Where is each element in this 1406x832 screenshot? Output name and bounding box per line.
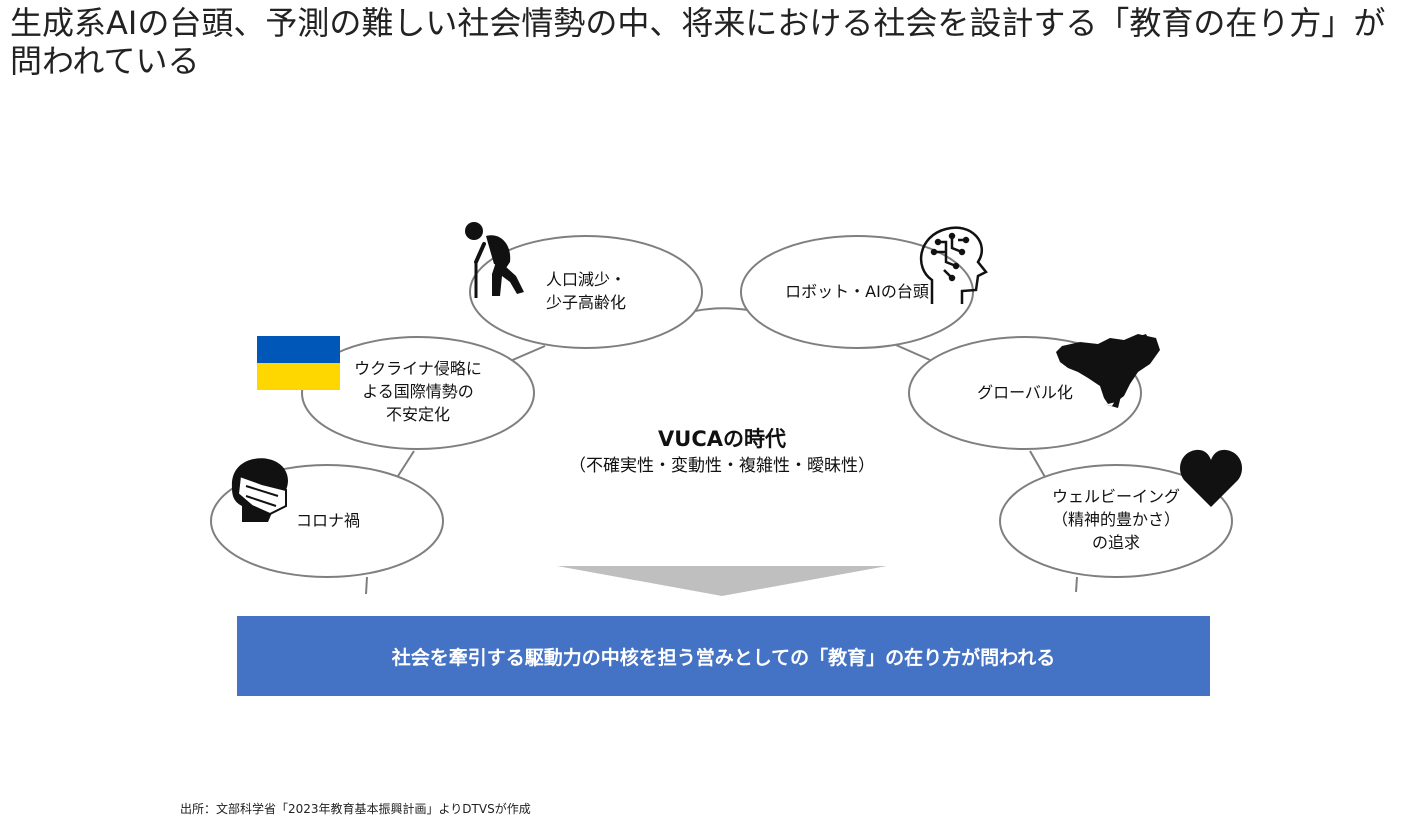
north-america-map-icon	[1056, 334, 1160, 408]
connector-lines	[365, 307, 1078, 595]
node-robot-ai	[740, 235, 974, 349]
connector-robot-global	[895, 344, 931, 361]
node-aging-label: 人口減少・ 少子高齢化	[506, 268, 666, 314]
node-covid-label: コロナ禍	[280, 509, 376, 532]
node-robot-ai-label: ロボット・AIの台頭	[770, 280, 944, 303]
down-arrow-icon	[557, 566, 887, 596]
node-global-line-1: グローバル化	[977, 383, 1073, 402]
node-wellbeing-line-2: （精神的豊かさ）	[1051, 510, 1180, 529]
node-ukraine-line-2: よる国際情勢の	[362, 382, 474, 401]
node-aging-line-1: 人口減少・	[545, 270, 626, 289]
node-wellbeing-line-3: の追求	[1091, 533, 1140, 552]
node-aging-line-2: 少子高齢化	[545, 293, 626, 312]
node-wellbeing-line-1: ウェルビーイング	[1051, 487, 1180, 506]
center-subtitle: （不確実性・変動性・複雑性・曖昧性）	[569, 456, 875, 476]
node-aging	[469, 235, 703, 349]
node-ukraine-line-1: ウクライナ侵略に	[354, 359, 482, 378]
conclusion-text: 社会を牽引する駆動力の中核を担う営みとしての「教育」の在り方が問われる	[391, 646, 1056, 669]
center-label: VUCAの時代 （不確実性・変動性・複雑性・曖昧性）	[520, 424, 924, 478]
ai-head-icon	[919, 226, 988, 304]
connector-global-wellbeing	[1029, 450, 1046, 478]
node-wellbeing-label: ウェルビーイング （精神的豊かさ） の追求	[1036, 485, 1196, 554]
center-title: VUCAの時代	[658, 427, 786, 451]
connector-ukraine-covid	[397, 450, 415, 477]
connector-covid-tail	[365, 576, 368, 595]
slide-title: 生成系AIの台頭、予測の難しい社会情勢の中、将来における社会を設計する「教育の在…	[10, 4, 1386, 80]
node-global-label: グローバル化	[960, 381, 1090, 404]
node-covid-line-1: コロナ禍	[295, 511, 360, 530]
elderly-person-icon	[465, 222, 524, 298]
conclusion-banner: 社会を牽引する駆動力の中核を担う営みとしての「教育」の在り方が問われる	[237, 616, 1210, 696]
node-ukraine	[301, 336, 535, 450]
connector-aging-robot	[694, 307, 749, 312]
node-ukraine-line-3: 不安定化	[385, 405, 450, 424]
node-wellbeing	[999, 464, 1233, 578]
heart-icon	[1180, 449, 1242, 507]
node-ukraine-label: ウクライナ侵略に よる国際情勢の 不安定化	[338, 357, 498, 426]
connector-aging-ukraine	[507, 345, 546, 363]
node-robot-ai-line-1: ロボット・AIの台頭	[785, 282, 929, 301]
masked-face-icon	[231, 458, 288, 522]
ukraine-flag-icon	[257, 336, 340, 390]
source-note: 出所：文部科学省「2023年教育基本振興計画」よりDTVSが作成	[180, 802, 531, 816]
connector-wellbeing-tail	[1075, 576, 1078, 593]
